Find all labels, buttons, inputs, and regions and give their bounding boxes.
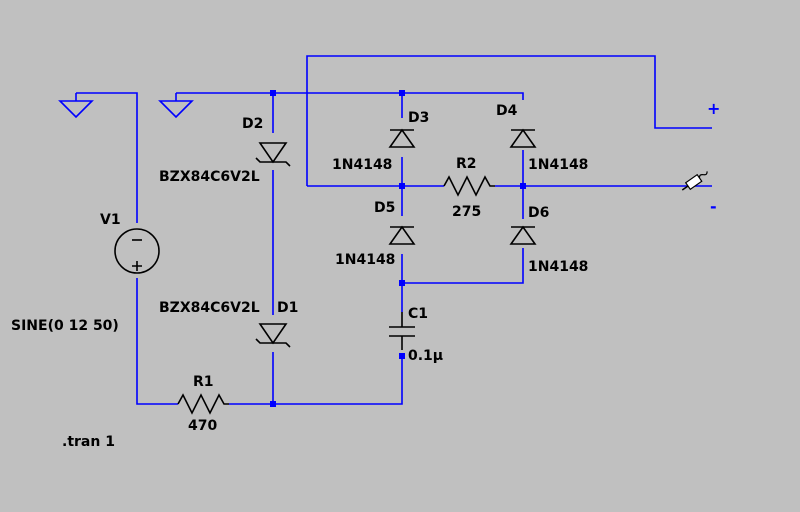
d6-value-label: 1N4148 xyxy=(528,259,588,275)
wires xyxy=(76,55,712,405)
d2-ref-label: D2 xyxy=(242,116,263,132)
voltage-source-v1[interactable] xyxy=(114,228,160,274)
diode-d6[interactable] xyxy=(509,225,537,245)
c1-value-label: 0.1µ xyxy=(408,348,443,364)
diode-d3[interactable] xyxy=(388,128,416,148)
v1-ref-label: V1 xyxy=(100,212,121,228)
r1-ref-label: R1 xyxy=(193,374,214,390)
d5-ref-label: D5 xyxy=(374,200,395,216)
resistor-r2[interactable] xyxy=(443,175,495,197)
zener-diode-d2[interactable] xyxy=(255,142,291,167)
d4-ref-label: D4 xyxy=(496,103,518,119)
d3-value-label: 1N4148 xyxy=(332,157,392,173)
v1-value-label: SINE(0 12 50) xyxy=(11,318,119,334)
output-plus-label: + xyxy=(707,99,720,118)
junctions xyxy=(270,90,526,407)
c1-ref-label: C1 xyxy=(408,306,428,322)
zener-diode-d1[interactable] xyxy=(255,323,291,348)
spice-directive[interactable]: .tran 1 xyxy=(62,434,115,450)
d1-value-label: BZX84C6V2L xyxy=(159,300,260,316)
r1-value-label: 470 xyxy=(188,418,217,434)
ground-icon xyxy=(58,93,94,119)
r2-value-label: 275 xyxy=(452,204,481,220)
resistor-r1[interactable] xyxy=(177,393,229,415)
ground-icon xyxy=(158,93,194,119)
d4-value-label: 1N4148 xyxy=(528,157,588,173)
capacitor-c1[interactable] xyxy=(389,312,415,350)
d3-ref-label: D3 xyxy=(408,110,429,126)
output-minus-label: - xyxy=(710,197,717,216)
diode-d4[interactable] xyxy=(509,128,537,148)
d6-ref-label: D6 xyxy=(528,205,549,221)
d1-ref-label: D1 xyxy=(277,300,298,316)
d5-value-label: 1N4148 xyxy=(335,252,395,268)
diode-d5[interactable] xyxy=(388,225,416,245)
probe-icon xyxy=(681,171,708,191)
r2-ref-label: R2 xyxy=(456,156,477,172)
d2-value-label: BZX84C6V2L xyxy=(159,169,260,185)
